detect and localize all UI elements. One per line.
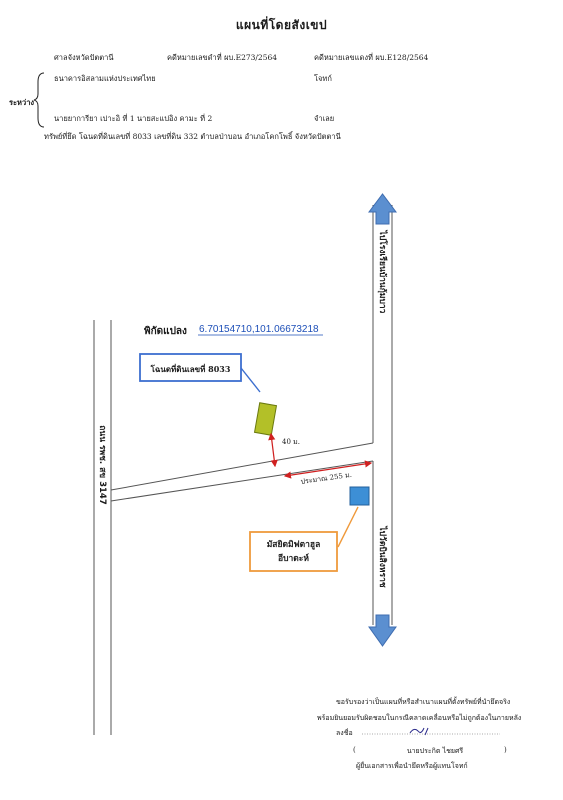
- page-title: แผนที่โดยสังเขป: [235, 18, 328, 32]
- right-road-top-label: ไปโรงเรียนบ้านกุ้มบาว: [377, 230, 387, 314]
- coords-label: พิกัดแปลง: [144, 326, 187, 337]
- arrow-north-icon: [368, 193, 397, 225]
- certify-line-2: พร้อมยินยอมรับผิดชอบในกรณีคลาดเคลื่อนหรื…: [317, 714, 522, 722]
- right-road: [372, 205, 393, 625]
- arrow-south-icon: [368, 614, 397, 647]
- certify-line-1: ขอรับรองว่าเป็นแผนที่หรือสำเนาแผนที่ตั้ง…: [336, 698, 511, 706]
- defendant-role: จำเลย: [314, 114, 335, 123]
- left-road: [93, 320, 112, 735]
- mosque-label-line2: อีบาดะห์: [278, 554, 309, 564]
- deed-leader-line: [240, 367, 261, 393]
- signer-role: ผู้ยื่นเอกสารเพื่อนำยึดหรือผู้แทนโจทก์: [356, 762, 468, 770]
- plaintiff-name: ธนาคารอิสลามแห่งประเทศไทย: [54, 74, 156, 83]
- mosque-label-line1: มัสยิดมิฟตาฮูล: [266, 540, 321, 550]
- signature-mark: [409, 727, 429, 736]
- land-parcel: [253, 402, 278, 436]
- distance-255m-line: [283, 460, 373, 479]
- right-road-bottom-label: ไปวัดบินสิงหราช: [377, 526, 387, 588]
- mosque-leader-line: [337, 506, 359, 548]
- deed-label: โฉนดที่ดินเลขที่ 8033: [150, 364, 231, 374]
- between-brace: [33, 72, 45, 128]
- distance-40m-label: 40 ม.: [282, 438, 300, 446]
- signer-name: นายประกิต ไชยศรี: [406, 747, 464, 755]
- mosque-label-box: [249, 531, 338, 572]
- seized-property: ทรัพย์ที่ยึด โฉนดที่ดินเลขที่ 8033 เลขที…: [44, 132, 341, 141]
- black-case-number: คดีหมายเลขดำที่ ผบ.E273/2564: [167, 53, 278, 62]
- sign-label: ลงชื่อ: [336, 729, 353, 737]
- plaintiff-role: โจทก์: [314, 74, 332, 83]
- sign-open-paren: (: [353, 746, 356, 754]
- deed-label-box: [139, 353, 242, 382]
- court-name: ศาลจังหวัดปัตตานี: [54, 53, 114, 62]
- coords-link[interactable]: 6.70154710,101.06673218: [199, 324, 319, 335]
- mosque-marker: [349, 486, 370, 506]
- distance-40m-line: [268, 432, 278, 468]
- sign-close-paren: ): [504, 746, 507, 754]
- left-road-label: ถนน รพช. สข 3147: [97, 425, 107, 505]
- red-case-number: คดีหมายเลขแดงที่ ผบ.E128/2564: [314, 53, 429, 62]
- between-label: ระหว่าง: [9, 98, 35, 107]
- defendant-name: นายยาการียา เปาะอิ ที่ 1 นายสะแปอิง คามะ…: [54, 114, 213, 123]
